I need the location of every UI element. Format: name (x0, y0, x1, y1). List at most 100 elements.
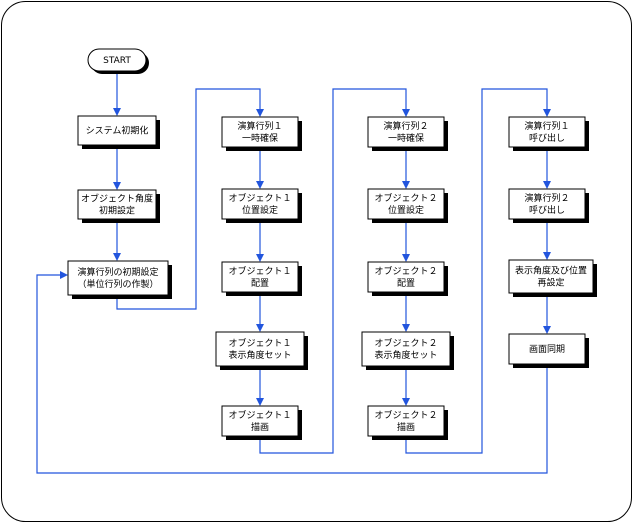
node-label-line: オブジェクト２ (374, 337, 437, 349)
process-box-shape (508, 116, 586, 148)
process-box-shape (221, 116, 299, 148)
arrowhead-icon (256, 109, 264, 117)
node-label-line: （単位行列の作製） (77, 278, 158, 290)
node-label-line: 画面同期 (529, 344, 565, 355)
connector-mat2_save-to-obj2_pos (402, 147, 410, 189)
node-label-line: オブジェクト１ (228, 265, 291, 277)
arrowhead-icon (60, 271, 68, 279)
arrowhead-icon (543, 181, 551, 189)
arrowhead-icon (543, 109, 551, 117)
process-box-shape (367, 188, 445, 220)
process-box-shape (215, 331, 305, 367)
connector-line (36, 274, 548, 474)
process-box-shape (508, 259, 594, 294)
arrowhead-icon (113, 108, 121, 116)
connector-obj1_angle-to-obj1_draw (256, 366, 264, 406)
process-box-shape (77, 115, 157, 146)
connector-mat_init-to-mat1_save (116, 88, 264, 310)
node-label-line: 表示角度セット (374, 349, 437, 361)
start-label: START (103, 56, 131, 66)
process-box-shape (508, 333, 586, 365)
arrowhead-icon (402, 254, 410, 262)
connector-line (116, 88, 261, 310)
process-box-shape (67, 260, 169, 296)
node-label-line: オブジェクト１ (228, 409, 291, 421)
process-box-shape (508, 188, 586, 220)
connector-vsync-to-mat_init (36, 271, 548, 474)
arrowhead-icon (256, 324, 264, 332)
node-label-line: 表示角度セット (228, 349, 291, 361)
process-box-vsync: 画面同期 (508, 333, 589, 368)
process-box-shape (221, 405, 299, 437)
process-box-shape (221, 261, 299, 293)
node-label-line: 演算行列の初期設定 (77, 266, 158, 278)
node-label-line: 演算行列１ (524, 120, 569, 132)
start-terminal-shape (87, 48, 147, 72)
connector-obj_angle_init-to-mat_init (113, 219, 121, 261)
node-label-line: 位置設定 (242, 204, 278, 216)
arrowhead-icon (256, 254, 264, 262)
connectors (36, 71, 551, 474)
node-label-line: 初期設定 (99, 205, 135, 217)
process-box-shape (367, 405, 445, 437)
process-box-shape (367, 261, 445, 293)
nodes: STARTシステム初期化オブジェクト角度初期設定演算行列の初期設定（単位行列の作… (67, 48, 597, 440)
connector-obj1_place-to-obj1_angle (256, 292, 264, 332)
node-label-line: システム初期化 (86, 125, 149, 137)
arrowhead-icon (402, 324, 410, 332)
node-label-line: 呼び出し (529, 204, 565, 216)
arrowhead-icon (256, 181, 264, 189)
arrowhead-icon (402, 181, 410, 189)
start-terminal: START (87, 48, 149, 74)
arrowhead-icon (113, 253, 121, 261)
process-box-shape (221, 188, 299, 220)
node-label-line: 配置 (397, 278, 415, 289)
node-label-line: 再設定 (537, 277, 564, 289)
node-label-line: 配置 (251, 278, 269, 289)
node-label-line: 演算行列２ (524, 192, 569, 204)
node-label-line: 位置設定 (388, 204, 424, 216)
node-label-line: オブジェクト１ (228, 337, 291, 349)
node-label-line: オブジェクト角度 (81, 193, 153, 205)
connector-angle_reset-to-vsync (543, 293, 551, 334)
connector-start-to-sys_init (113, 71, 121, 116)
process-box-mat_init: 演算行列の初期設定（単位行列の作製） (67, 260, 172, 299)
arrowhead-icon (256, 398, 264, 406)
node-label-line: オブジェクト２ (374, 192, 437, 204)
connector-sys_init-to-obj_angle_init (113, 145, 121, 190)
node-label-line: 一時確保 (388, 132, 424, 144)
process-box-sys_init: システム初期化 (77, 115, 160, 149)
arrowhead-icon (402, 109, 410, 117)
connector-obj2_pos-to-obj2_place (402, 219, 410, 262)
node-label-line: 表示角度及び位置 (515, 265, 587, 277)
arrowhead-icon (543, 326, 551, 334)
arrowhead-icon (402, 398, 410, 406)
connector-mat2_load-to-angle_reset (543, 219, 551, 260)
arrowhead-icon (543, 252, 551, 260)
connector-line (405, 88, 548, 454)
connector-mat1_save-to-obj1_pos (256, 147, 264, 189)
node-label-line: オブジェクト２ (374, 409, 437, 421)
node-label-line: 描画 (397, 421, 415, 433)
node-label-line: 演算行列２ (383, 120, 428, 132)
connector-obj2_place-to-obj2_angle (402, 292, 410, 332)
process-box-shape (361, 331, 451, 367)
node-label-line: 演算行列１ (237, 120, 282, 132)
node-label-line: オブジェクト１ (228, 192, 291, 204)
node-label-line: 描画 (251, 421, 269, 433)
